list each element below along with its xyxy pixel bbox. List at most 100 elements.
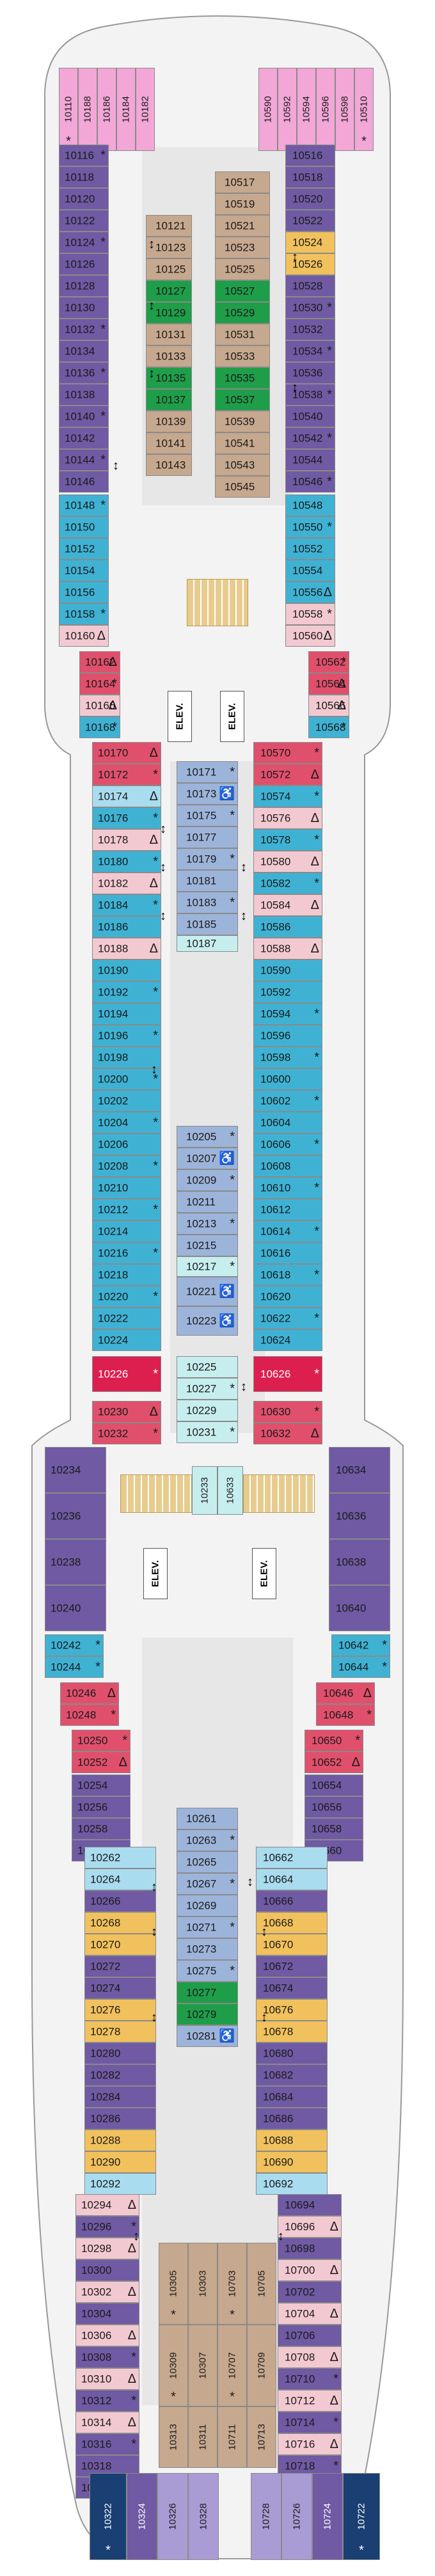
cabin-10654[interactable]: 10654 — [304, 1774, 363, 1796]
cabin-10606[interactable]: 10606* — [253, 1134, 322, 1155]
cabin-10634[interactable]: 10634 — [329, 1447, 390, 1493]
cabin-10574[interactable]: 10574* — [253, 786, 322, 807]
cabin-10123[interactable]: 10123 — [146, 237, 192, 258]
cabin-10175[interactable]: 10175* — [177, 805, 238, 826]
cabin-10656[interactable]: 10656 — [304, 1796, 363, 1818]
cabin-10143[interactable]: 10143 — [146, 454, 192, 476]
cabin-10544[interactable]: 10544 — [285, 449, 335, 471]
cabin-10207[interactable]: 10207♿ — [177, 1148, 238, 1169]
cabin-10122[interactable]: 10122 — [59, 210, 109, 232]
cabin-10590[interactable]: 10590 — [253, 960, 322, 981]
cabin-10690[interactable]: 10690 — [256, 2151, 328, 2173]
cabin-10546[interactable]: 10546* — [285, 471, 335, 493]
cabin-10311[interactable]: 10311 — [188, 2406, 217, 2468]
cabin-10242[interactable]: 10242* — [45, 1634, 104, 1656]
cabin-10263[interactable]: 10263* — [177, 1829, 238, 1851]
cabin-10158[interactable]: 10158* — [59, 603, 109, 625]
cabin-10528[interactable]: 10528 — [285, 275, 335, 297]
cabin-10268[interactable]: 10268 — [84, 1912, 156, 1934]
cabin-10726[interactable]: 10726 — [281, 2473, 312, 2560]
cabin-10586[interactable]: 10586 — [253, 916, 322, 938]
cabin-10527[interactable]: 10527 — [215, 280, 270, 302]
cabin-10676[interactable]: 10676 — [256, 1999, 328, 2021]
cabin-10694[interactable]: 10694 — [278, 2194, 342, 2216]
cabin-10533[interactable]: 10533 — [215, 345, 270, 367]
cabin-10322[interactable]: 10322* — [90, 2473, 127, 2560]
cabin-10273[interactable]: 10273 — [177, 1938, 238, 1960]
cabin-10279[interactable]: 10279 — [177, 2003, 238, 2025]
cabin-10642[interactable]: 10642* — [331, 1634, 390, 1656]
cabin-10214[interactable]: 10214 — [92, 1221, 161, 1242]
cabin-10519[interactable]: 10519 — [215, 193, 270, 215]
cabin-10622[interactable]: 10622* — [253, 1308, 322, 1329]
cabin-10596[interactable]: 10596 — [253, 1025, 322, 1047]
cabin-10180[interactable]: 10180* — [92, 851, 161, 873]
cabin-10550[interactable]: 10550* — [285, 516, 335, 538]
cabin-10270[interactable]: 10270 — [84, 1934, 156, 1956]
cabin-10110[interactable]: 10110* — [59, 68, 78, 151]
cabin-10537[interactable]: 10537 — [215, 389, 270, 411]
cabin-10200[interactable]: 10200* — [92, 1068, 161, 1090]
cabin-10309[interactable]: 10309* — [159, 2325, 188, 2406]
cabin-10532[interactable]: 10532 — [285, 319, 335, 340]
cabin-10570[interactable]: 10570* — [253, 742, 322, 764]
cabin-10707[interactable]: 10707* — [217, 2325, 247, 2406]
cabin-10190[interactable]: 10190 — [92, 960, 161, 981]
cabin-10148[interactable]: 10148* — [59, 494, 109, 516]
cabin-10578[interactable]: 10578* — [253, 829, 322, 851]
cabin-10288[interactable]: 10288 — [84, 2130, 156, 2151]
cabin-10164[interactable]: 10164* — [79, 673, 120, 695]
cabin-10216[interactable]: 10216* — [92, 1242, 161, 1264]
cabin-10672[interactable]: 10672 — [256, 1956, 328, 1977]
cabin-10542[interactable]: 10542* — [285, 427, 335, 449]
cabin-10610[interactable]: 10610* — [253, 1177, 322, 1199]
cabin-10212[interactable]: 10212* — [92, 1199, 161, 1221]
cabin-10722[interactable]: 10722* — [343, 2473, 380, 2560]
cabin-10636[interactable]: 10636 — [329, 1493, 390, 1539]
cabin-10231[interactable]: 10231* — [177, 1421, 238, 1443]
cabin-10714[interactable]: 10714* — [278, 2412, 342, 2433]
cabin-10225[interactable]: 10225 — [177, 1356, 238, 1378]
cabin-10644[interactable]: 10644* — [331, 1656, 390, 1678]
cabin-10120[interactable]: 10120 — [59, 188, 109, 210]
cabin-10308[interactable]: 10308* — [75, 2346, 139, 2368]
cabin-10604[interactable]: 10604 — [253, 1112, 322, 1134]
cabin-10650[interactable]: 10650* — [304, 1730, 363, 1751]
cabin-10552[interactable]: 10552 — [285, 538, 335, 560]
cabin-10244[interactable]: 10244* — [45, 1656, 104, 1678]
cabin-10265[interactable]: 10265 — [177, 1851, 238, 1873]
cabin-10210[interactable]: 10210 — [92, 1177, 161, 1199]
cabin-10275[interactable]: 10275* — [177, 1960, 238, 1982]
cabin-10234[interactable]: 10234 — [45, 1447, 106, 1493]
cabin-10328[interactable]: 10328 — [188, 2473, 219, 2560]
cabin-10728[interactable]: 10728 — [251, 2473, 281, 2560]
cabin-10290[interactable]: 10290 — [84, 2151, 156, 2173]
cabin-10711[interactable]: 10711 — [217, 2406, 247, 2468]
cabin-10541[interactable]: 10541 — [215, 432, 270, 454]
cabin-10152[interactable]: 10152 — [59, 538, 109, 560]
cabin-10236[interactable]: 10236 — [45, 1493, 106, 1539]
cabin-10640[interactable]: 10640 — [329, 1585, 390, 1631]
cabin-10598[interactable]: 10598* — [253, 1047, 322, 1068]
cabin-10124[interactable]: 10124* — [59, 232, 109, 253]
cabin-10516[interactable]: 10516 — [285, 145, 335, 166]
cabin-10221[interactable]: 10221♿ — [177, 1277, 238, 1306]
cabin-10209[interactable]: 10209* — [177, 1169, 238, 1191]
cabin-10132[interactable]: 10132* — [59, 319, 109, 340]
cabin-10262[interactable]: 10262 — [84, 1847, 156, 1869]
cabin-10608[interactable]: 10608 — [253, 1155, 322, 1177]
cabin-10176[interactable]: 10176* — [92, 807, 161, 829]
cabin-10724[interactable]: 10724 — [312, 2473, 343, 2560]
cabin-10525[interactable]: 10525 — [215, 258, 270, 280]
cabin-10292[interactable]: 10292 — [84, 2173, 156, 2195]
cabin-10128[interactable]: 10128 — [59, 275, 109, 297]
cabin-10638[interactable]: 10638 — [329, 1539, 390, 1585]
